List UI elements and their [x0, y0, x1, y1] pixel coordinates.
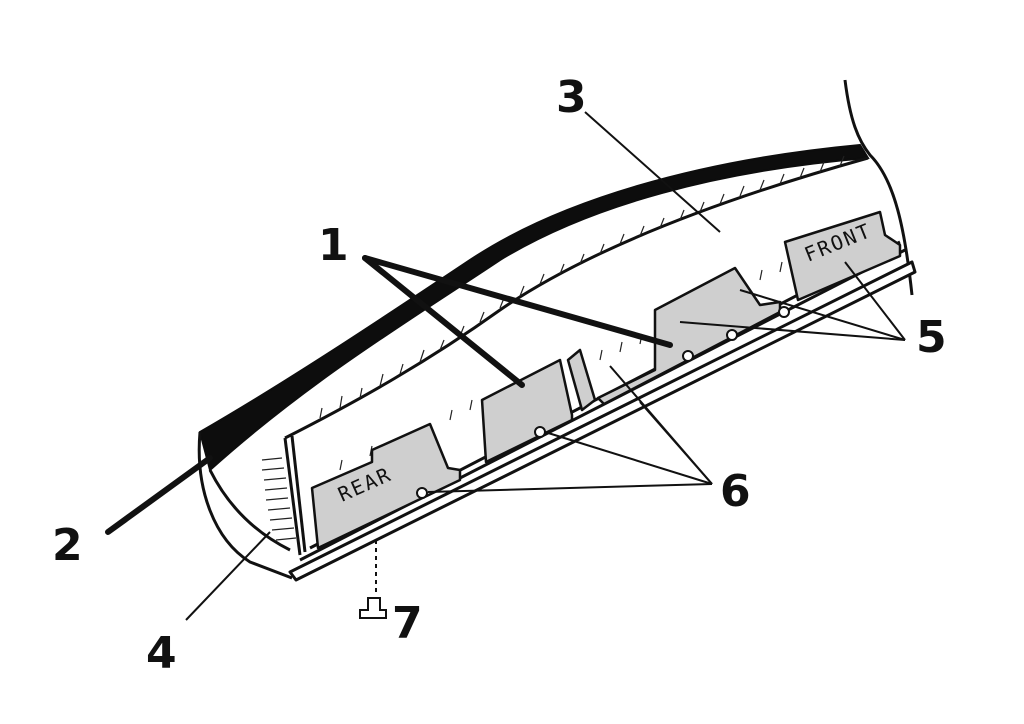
- callout-1: 1: [318, 220, 349, 271]
- bolt-2: [534, 426, 546, 438]
- callout-5: 5: [916, 312, 947, 363]
- callout-7: 7: [392, 598, 423, 649]
- bolt-1: [416, 487, 428, 499]
- plate-divider: [566, 348, 597, 412]
- bolt-3: [682, 350, 694, 362]
- shell-right-curve: [843, 79, 914, 296]
- leader-lines: [105, 111, 906, 621]
- drain-plug-icon: [359, 597, 387, 619]
- callout-3: 3: [556, 72, 587, 123]
- plate-middle: [480, 358, 574, 464]
- bolt-4: [726, 329, 738, 341]
- inner-wall-2: [290, 435, 307, 553]
- bolt-5: [778, 306, 790, 318]
- base-rail: [288, 260, 917, 582]
- left-end-cap-inner: [208, 469, 291, 552]
- end-cap-hatching: [261, 457, 297, 541]
- callout-2: 2: [52, 520, 83, 571]
- insulation-bristles-top: [319, 155, 845, 419]
- callout-6: 6: [720, 466, 751, 517]
- inner-wall: [283, 437, 302, 556]
- plate-rear: [310, 422, 462, 550]
- insulation-top-edge: [284, 156, 869, 440]
- plate-front: [783, 210, 902, 302]
- callout-4: 4: [146, 628, 177, 679]
- plate-lower-mid: [596, 266, 782, 406]
